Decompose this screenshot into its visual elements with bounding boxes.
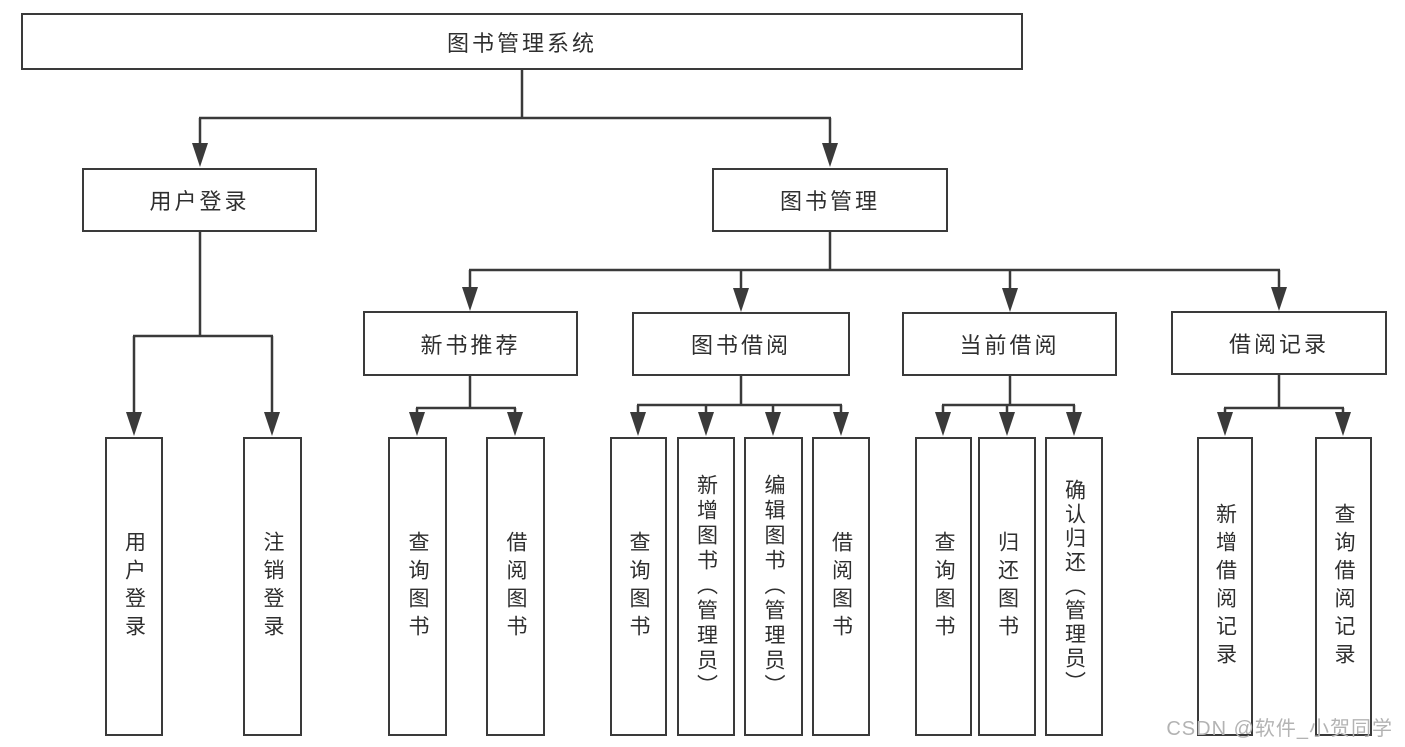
node-label: 图书借阅	[690, 333, 791, 358]
node-user-login: 用户登录	[82, 168, 317, 232]
node-label: 查询图书	[932, 530, 955, 643]
borrow-records-branch	[1217, 375, 1351, 436]
new-book-recommend-branch	[409, 376, 523, 436]
node-label: 查询借阅记录	[1332, 502, 1355, 671]
node-label: 用户登录	[122, 530, 146, 643]
node-label: 新增图书（管理员）	[694, 474, 718, 699]
node-current-borrow: 当前借阅	[902, 312, 1117, 376]
node-label: 借阅记录	[1228, 332, 1329, 357]
node-label: 查询图书	[406, 530, 429, 643]
root-branch	[192, 70, 838, 167]
leaf-recommend-query-books: 查询图书	[388, 437, 447, 736]
leaf-query-borrow-record: 查询借阅记录	[1315, 437, 1372, 736]
csdn-watermark: CSDN @软件_小贺同学	[1166, 718, 1393, 740]
node-label: 确认归还（管理员）	[1062, 478, 1086, 695]
node-borrow-records: 借阅记录	[1171, 311, 1387, 375]
node-label: 编辑图书（管理员）	[762, 474, 785, 699]
leaf-current-query-books: 查询图书	[915, 437, 972, 736]
node-book-borrow: 图书借阅	[632, 312, 850, 376]
node-new-book-recommend: 新书推荐	[363, 311, 578, 376]
book-management-branch	[462, 232, 1287, 312]
node-book-management: 图书管理	[712, 168, 948, 232]
user-login-branch	[126, 232, 280, 436]
current-borrow-branch	[935, 376, 1082, 436]
leaf-add-borrow-record: 新增借阅记录	[1197, 437, 1253, 736]
node-label: 查询图书	[627, 530, 650, 643]
leaf-add-books-admin: 新增图书（管理员）	[677, 437, 735, 736]
leaf-edit-books-admin: 编辑图书（管理员）	[744, 437, 803, 736]
leaf-borrow-query-books: 查询图书	[610, 437, 667, 736]
node-root-library-management-system: 图书管理系统	[21, 13, 1023, 70]
leaf-borrow-books: 借阅图书	[812, 437, 870, 736]
leaf-confirm-return-admin: 确认归还（管理员）	[1045, 437, 1103, 736]
leaf-recommend-borrow-books: 借阅图书	[486, 437, 545, 736]
node-label: 新增借阅记录	[1213, 502, 1237, 671]
leaf-user-login: 用户登录	[105, 437, 163, 736]
leaf-logout: 注销登录	[243, 437, 302, 736]
node-label: 借阅图书	[829, 530, 853, 643]
node-label: 借阅图书	[504, 530, 527, 643]
node-label: 当前借阅	[959, 333, 1060, 358]
node-label: 图书管理系统	[446, 30, 597, 56]
node-label: 用户登录	[149, 189, 250, 214]
node-label: 归还图书	[995, 530, 1019, 643]
leaf-return-books: 归还图书	[978, 437, 1036, 736]
node-label: 新书推荐	[420, 332, 521, 358]
node-label: 注销登录	[261, 530, 284, 643]
book-borrow-branch	[630, 376, 849, 436]
node-label: 图书管理	[779, 189, 880, 214]
